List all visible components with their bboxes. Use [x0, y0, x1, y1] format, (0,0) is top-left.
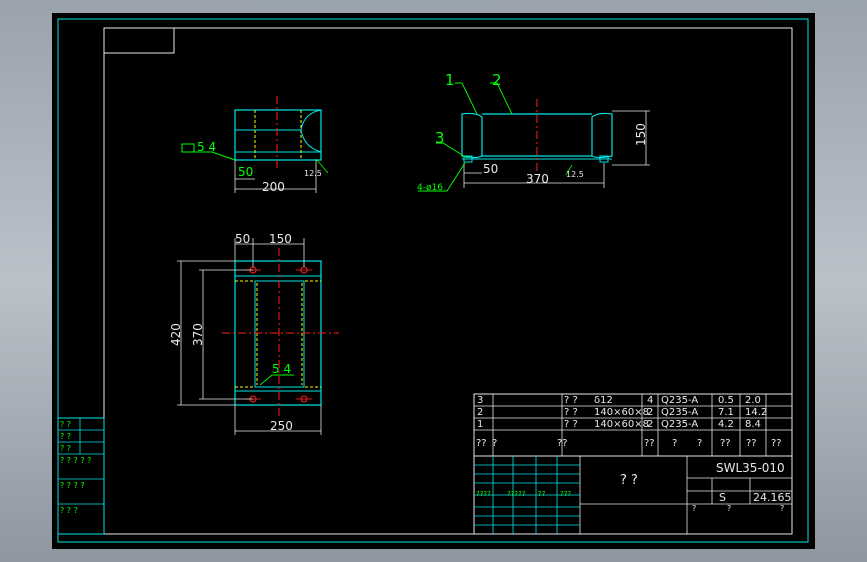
bom-cell-name: ? ?: [564, 419, 578, 430]
outer-border: [57, 18, 809, 543]
sheet-label: ?: [692, 504, 696, 513]
bolt-plate: [599, 155, 609, 163]
front-weld-label: 5 4: [197, 140, 216, 154]
bom-cell-spec: 140×60×8: [594, 419, 649, 430]
bom-cell-qty: 4: [647, 395, 653, 406]
plan-weld-label: 5 4: [272, 362, 291, 376]
scale-label: S: [719, 491, 726, 504]
tb-mid-label: ?????: [507, 490, 526, 498]
drawing-number: SWL35-010: [716, 461, 785, 475]
front-dim-left: 50: [238, 165, 253, 179]
front-dim-small: 12.5: [304, 169, 322, 178]
bom-cell-no: 2: [477, 407, 483, 418]
hole-leader: [418, 162, 466, 192]
drawing-title: ? ?: [620, 473, 638, 488]
weld-symbol: [181, 143, 195, 153]
bom-cell-total_w: 14.2: [745, 407, 767, 418]
sheet-label: ?: [780, 504, 784, 513]
bom-cell-mat: Q235-A: [661, 419, 698, 430]
plan-dim-outer-h: 420: [169, 323, 183, 346]
inner-border: [103, 27, 793, 535]
bom-cell-total_w: 2.0: [745, 395, 761, 406]
bom-cell-qty: 2: [647, 419, 653, 430]
corner-code-box: [103, 27, 175, 54]
channel-curve: [300, 129, 322, 153]
bom-header-cell: ??: [771, 438, 782, 449]
tb-mid-label: ????: [476, 490, 491, 498]
approval-strip: [57, 417, 105, 535]
plan-dim-inner-h: 370: [191, 323, 205, 346]
approval-label: ? ?: [60, 420, 71, 429]
side-dim-left: 50: [483, 162, 498, 176]
bom-table: [473, 393, 793, 457]
approval-label: ? ? ?: [60, 506, 78, 515]
leader-line: [315, 158, 329, 174]
bom-cell-mat: Q235-A: [661, 407, 698, 418]
side-view: [418, 82, 650, 192]
plan-dim-width: 250: [270, 419, 293, 433]
bom-header-cell: ??: [476, 438, 487, 449]
bom-header-cell: ??: [644, 438, 655, 449]
bom-cell-unit_w: 7.1: [718, 407, 734, 418]
sheet-label: ?: [727, 504, 731, 513]
bom-header-cell: ??: [746, 438, 757, 449]
front-dim-width: 200: [262, 180, 285, 194]
drawing-sheet: 5 4 50 200 12.5 1 2 3 150 50 370 12.5 4-…: [57, 18, 809, 543]
approval-box: [57, 417, 105, 535]
weight-value: 24.165: [753, 491, 792, 504]
bom-cell-spec: δ12: [594, 395, 613, 406]
bom-header-cell: ??: [720, 438, 731, 449]
bom-cell-total_w: 8.4: [745, 419, 761, 430]
tb-mid-label: ??: [538, 490, 546, 498]
front-view-body: [234, 109, 322, 161]
cad-drawing-canvas: 5 4 50 200 12.5 1 2 3 150 50 370 12.5 4-…: [52, 13, 815, 549]
plan-dim-top-right: 150: [269, 232, 292, 246]
bolt-plate: [463, 155, 473, 163]
bom-cell-no: 3: [477, 395, 483, 406]
side-hole-callout: 4-ø16: [417, 183, 443, 193]
approval-label: ? ? ? ? ?: [60, 456, 91, 465]
bom-cell-no: 1: [477, 419, 483, 430]
side-dim-small: 12.5: [566, 170, 584, 179]
part-label-3: 3: [435, 129, 445, 147]
leader-line: [565, 164, 573, 176]
bom-header-cell: ?: [697, 438, 702, 449]
approval-label: ? ?: [60, 432, 71, 441]
front-view: [181, 96, 329, 193]
approval-label: ? ? ? ?: [60, 481, 85, 490]
channel-curve: [300, 109, 322, 131]
bom-cell-spec: 140×60×8: [594, 407, 649, 418]
plan-dim-top-left: 50: [235, 232, 250, 246]
part-label-1: 1: [445, 71, 455, 89]
part-label-2: 2: [492, 71, 502, 89]
bom-header-cell: ??: [557, 438, 568, 449]
weld-leader: [259, 374, 294, 386]
title-block: [473, 455, 793, 535]
channel-right: [591, 112, 613, 159]
side-dim-width: 370: [526, 172, 549, 186]
approval-label: ? ?: [60, 444, 71, 453]
bom-cell-name: ? ?: [564, 407, 578, 418]
bom-cell-qty: 2: [647, 407, 653, 418]
bom-header-cell: ?: [672, 438, 677, 449]
part-leader: [436, 142, 468, 159]
channel-left: [461, 112, 483, 159]
bom-cell-mat: Q235-A: [661, 395, 698, 406]
bom-cell-name: ? ?: [564, 395, 578, 406]
part-leader: [490, 82, 513, 115]
part-leader: [455, 82, 478, 115]
plan-view: [177, 238, 339, 435]
tb-mid-label: ???: [560, 490, 571, 498]
bom-cell-unit_w: 4.2: [718, 419, 734, 430]
bom-cell-unit_w: 0.5: [718, 395, 734, 406]
side-dim-height: 150: [634, 123, 648, 146]
bom-header-cell: ?: [492, 438, 497, 449]
